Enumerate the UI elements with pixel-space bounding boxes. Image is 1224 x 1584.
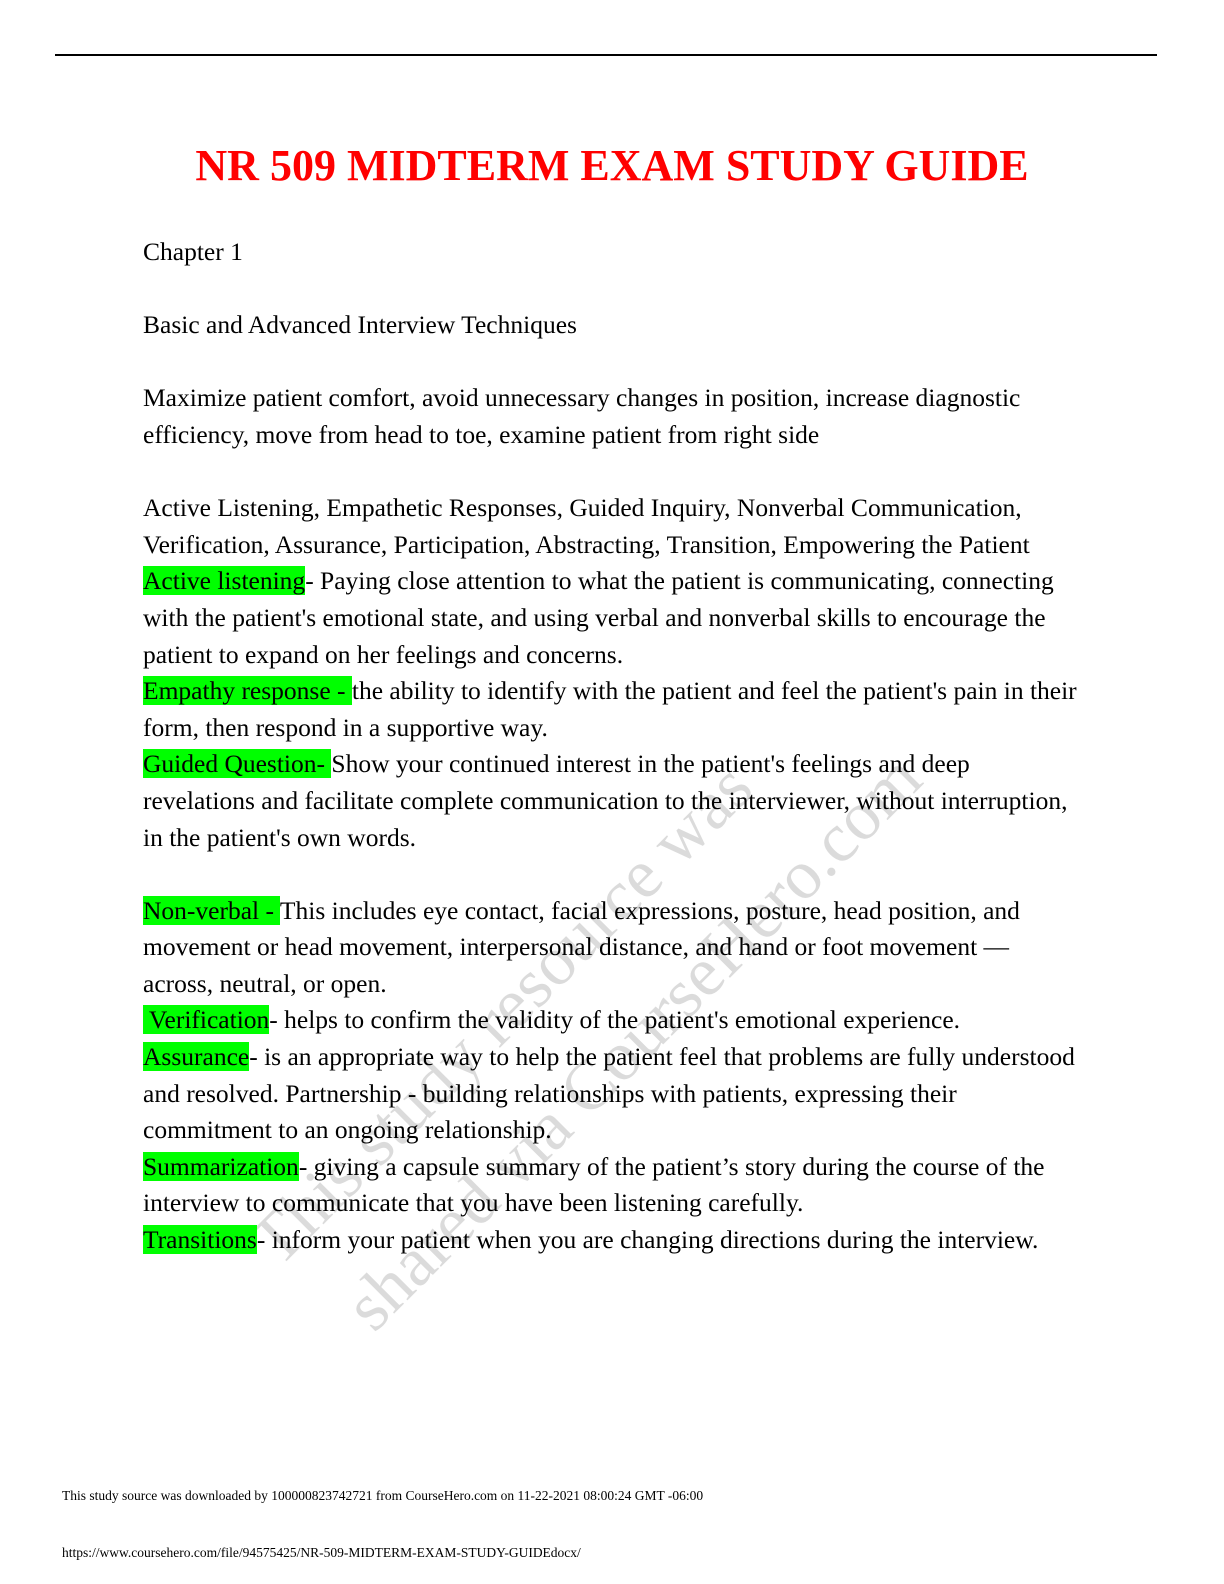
term-transitions: Transitions- inform your patient when yo… [143, 1222, 1083, 1259]
term-definition: - helps to confirm the validity of the p… [269, 1005, 961, 1035]
term-highlight: Active listening [143, 566, 306, 596]
term-verification: Verification- helps to confirm the valid… [143, 1002, 1083, 1039]
term-highlight: Summarization [143, 1151, 299, 1181]
term-highlight: Empathy response - [143, 676, 352, 706]
term-highlight: Guided Question- [143, 749, 332, 779]
term-empathy-response: Empathy response - the ability to identi… [143, 673, 1083, 746]
term-definition: - giving a capsule summary of the patien… [143, 1151, 1045, 1218]
chapter-label: Chapter 1 [143, 237, 243, 266]
techniques-list: Active Listening, Empathetic Responses, … [143, 493, 1030, 559]
download-notice: This study source was downloaded by 1000… [62, 1488, 704, 1503]
term-definition: Show your continued interest in the pati… [143, 749, 1068, 852]
term-definition: - is an appropriate way to help the pati… [143, 1042, 1075, 1145]
term-definition: - Paying close attention to what the pat… [143, 566, 1054, 669]
section-heading: Basic and Advanced Interview Techniques [143, 310, 577, 340]
term-highlight: Assurance [143, 1042, 250, 1072]
header-rule [55, 54, 1157, 56]
term-guided-question: Guided Question- Show your continued int… [143, 746, 1083, 856]
document-body: Chapter 1 Basic and Advanced Interview T… [143, 234, 1083, 1259]
term-definition: the ability to identify with the patient… [143, 676, 1077, 742]
term-definition: - inform your patient when you are chang… [256, 1225, 1039, 1255]
term-summarization: Summarization- giving a capsule summary … [143, 1149, 1083, 1222]
document-title: NR 509 MIDTERM EXAM STUDY GUIDE [195, 141, 1029, 190]
term-assurance: Assurance- is an appropriate way to help… [143, 1039, 1083, 1149]
term-non-verbal: Non-verbal - This includes eye contact, … [143, 893, 1083, 1003]
term-active-listening: Active listening- Paying close attention… [143, 563, 1083, 673]
term-highlight: Verification [143, 1005, 270, 1035]
intro-paragraph: Maximize patient comfort, avoid unnecess… [143, 383, 1021, 449]
term-highlight: Non-verbal - [143, 895, 280, 925]
term-highlight: Transitions [143, 1225, 257, 1255]
term-definition: This includes eye contact, facial expres… [143, 895, 1020, 998]
source-url-link[interactable]: https://www.coursehero.com/file/94575425… [62, 1545, 581, 1560]
